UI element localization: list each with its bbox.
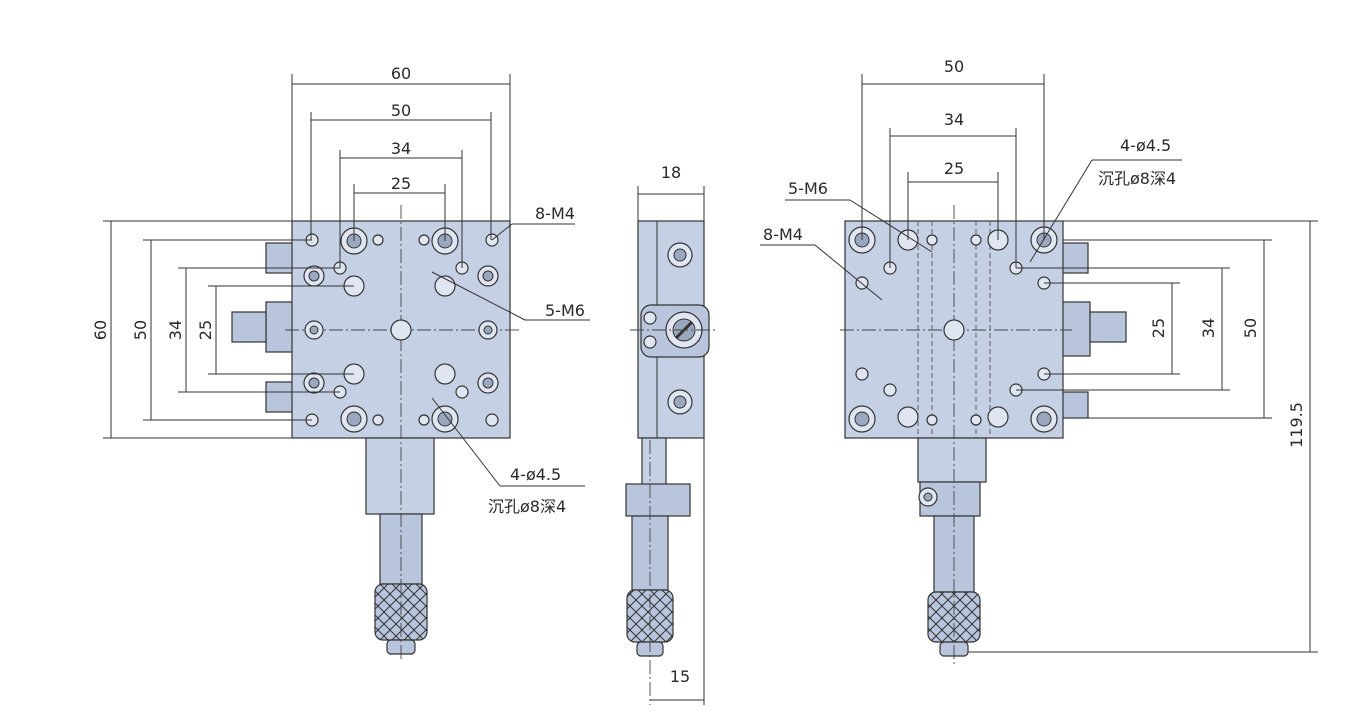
- right-dim-side-25: 25: [1149, 318, 1168, 338]
- left-dim-side-34: 34: [166, 320, 185, 340]
- right-side-block: [1059, 301, 1091, 357]
- side-dim-top-18: 18: [661, 163, 681, 182]
- left-dim-top-25: 25: [391, 174, 411, 193]
- right-dim-height: 119.5: [1287, 402, 1306, 448]
- right-dim-top-34: 34: [944, 110, 964, 129]
- left-dim-side-60: 60: [91, 320, 110, 340]
- side-dim-bottom-15: 15: [670, 667, 690, 686]
- right-dim-side-50: 50: [1241, 318, 1260, 338]
- left-dim-top-50: 50: [391, 101, 411, 120]
- left-side-dimensions: 60 50 34 25: [91, 220, 354, 439]
- left-dim-top-34: 34: [391, 139, 411, 158]
- left-dim-top-60: 60: [391, 64, 411, 83]
- left-leaders: 8-M4 5-M6 4-ø4.5 沉孔ø8深4: [431, 204, 590, 516]
- side-view: 18 15: [625, 163, 716, 705]
- right-stem: [917, 437, 987, 483]
- left-dim-side-50: 50: [131, 320, 150, 340]
- right-clamp-bottom: [1059, 391, 1089, 419]
- side-stem: [641, 437, 667, 489]
- right-leaders: 5-M6 8-M4 4-ø4.5 沉孔ø8深4: [760, 136, 1182, 301]
- left-label-5m6: 5-M6: [545, 301, 585, 320]
- right-label-counterbore: 沉孔ø8深4: [1098, 169, 1176, 188]
- left-clamp-bottom: [265, 381, 295, 413]
- right-dim-side-34: 34: [1199, 318, 1218, 338]
- right-dim-top-25: 25: [944, 159, 964, 178]
- left-dim-side-25: 25: [196, 320, 215, 340]
- left-top-dimensions: 60 50 34 25: [291, 64, 511, 268]
- left-side-knob: [231, 311, 267, 343]
- left-side-block: [265, 301, 295, 353]
- right-label-5m6: 5-M6: [788, 179, 828, 198]
- left-label-8m4: 8-M4: [535, 204, 575, 223]
- right-side-dimensions: 25 34 50 119.5: [968, 220, 1318, 653]
- left-stem: [365, 437, 435, 515]
- right-top-dimensions: 50 34 25: [861, 57, 1045, 268]
- left-label-hole: 4-ø4.5: [510, 465, 561, 484]
- left-view: 60 50 34 25 60 50 34 25: [91, 64, 590, 660]
- right-view: 50 34 25 25 34 50 119.5 5-M6: [760, 57, 1318, 665]
- right-label-hole: 4-ø4.5: [1120, 136, 1171, 155]
- left-holes: [303, 227, 499, 433]
- right-holes: [848, 226, 1058, 433]
- side-clamp: [625, 483, 691, 517]
- right-side-knob: [1089, 311, 1127, 343]
- right-label-8m4: 8-M4: [763, 225, 803, 244]
- left-label-counterbore: 沉孔ø8深4: [488, 497, 566, 516]
- right-dim-top-50: 50: [944, 57, 964, 76]
